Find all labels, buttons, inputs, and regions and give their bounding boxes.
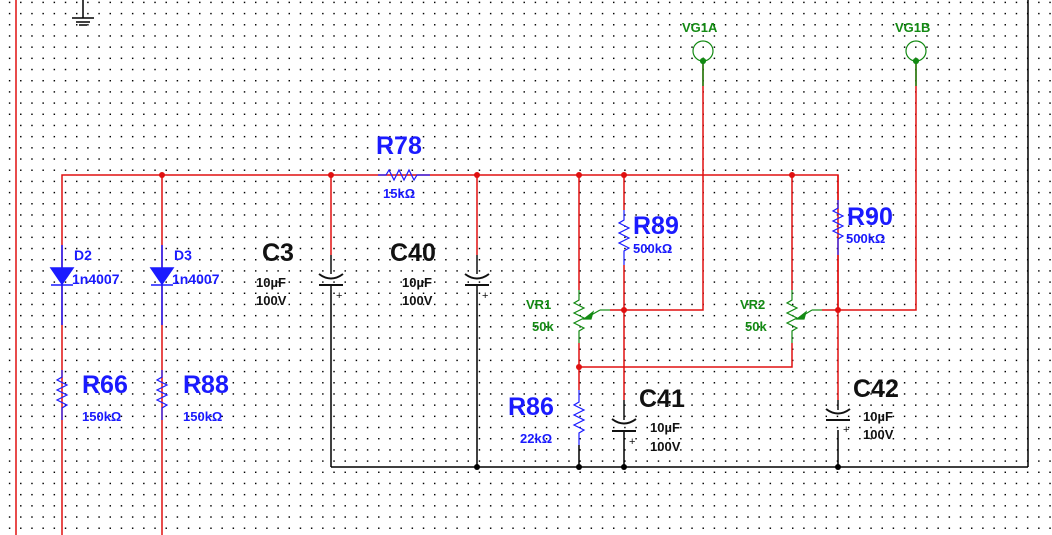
potentiometer-vr1[interactable] xyxy=(572,290,610,343)
label-vr2-ref: VR2 xyxy=(740,297,766,312)
label-r89-value: 500kΩ xyxy=(633,241,673,256)
label-c3-ref: C3 xyxy=(262,239,294,267)
label-r86-value: 22kΩ xyxy=(520,431,553,446)
label-c42-voltage: 100V xyxy=(863,427,894,442)
capacitor-c41[interactable]: + xyxy=(611,400,637,448)
wire-vg1b[interactable] xyxy=(822,62,917,311)
label-r66-ref: R66 xyxy=(82,371,128,399)
label-r78-ref: R78 xyxy=(376,132,422,160)
capacitor-c40[interactable]: + xyxy=(464,255,490,302)
label-vr1-value: 50k xyxy=(532,319,554,334)
label-vr1-ref: VR1 xyxy=(526,297,552,312)
resistor-r88[interactable] xyxy=(155,370,169,420)
wires-ground[interactable] xyxy=(72,0,1029,468)
svg-text:+: + xyxy=(629,436,635,448)
resistor-r78[interactable] xyxy=(378,168,430,182)
capacitor-c42[interactable]: + xyxy=(825,400,851,436)
label-r90-value: 500kΩ xyxy=(846,231,886,246)
junctions-black xyxy=(474,464,841,470)
label-r78-value: 15kΩ xyxy=(383,186,416,201)
resistor-r66[interactable] xyxy=(55,370,69,420)
potentiometer-vr2[interactable] xyxy=(785,290,822,343)
wires-red[interactable] xyxy=(15,0,917,535)
wire-vr-bottom-link[interactable] xyxy=(579,343,793,368)
label-c41-ref: C41 xyxy=(639,385,685,413)
label-d3-value: 1n4007 xyxy=(172,271,220,287)
svg-text:+: + xyxy=(336,290,342,302)
probe-vg1b[interactable] xyxy=(905,40,927,86)
label-c40-voltage: 100V xyxy=(402,293,433,308)
label-r86-ref: R86 xyxy=(508,393,554,421)
label-r88-value: 150kΩ xyxy=(183,409,223,424)
svg-text:+: + xyxy=(482,290,488,302)
label-vg1a: VG1A xyxy=(682,20,718,35)
label-vg1b: VG1B xyxy=(895,20,931,35)
label-vr2-value: 50k xyxy=(745,319,767,334)
label-r66-value: 150kΩ xyxy=(82,409,122,424)
label-c3-value: 10µF xyxy=(256,275,286,290)
label-r90-ref: R90 xyxy=(847,203,893,231)
resistor-r90[interactable] xyxy=(831,200,845,255)
diode-d2[interactable] xyxy=(49,245,75,325)
label-r88-ref: R88 xyxy=(183,371,229,399)
diode-d3[interactable] xyxy=(149,245,175,325)
label-c41-voltage: 100V xyxy=(650,439,681,454)
label-r89-ref: R89 xyxy=(633,212,679,240)
resistor-r86[interactable] xyxy=(572,390,586,445)
svg-text:+: + xyxy=(843,424,849,436)
label-c40-value: 10µF xyxy=(402,275,432,290)
junctions-red xyxy=(159,172,841,370)
wire-top-bus[interactable] xyxy=(61,174,839,535)
capacitor-c3[interactable]: + xyxy=(318,255,344,302)
label-c42-value: 10µF xyxy=(863,409,893,424)
label-c41-value: 10µF xyxy=(650,420,680,435)
wire-vg1a[interactable] xyxy=(610,62,704,311)
label-d3-ref: D3 xyxy=(174,247,192,263)
probe-vg1a[interactable] xyxy=(692,40,714,86)
label-c40-ref: C40 xyxy=(390,239,436,267)
label-c42-ref: C42 xyxy=(853,375,899,403)
label-c3-voltage: 100V xyxy=(256,293,287,308)
resistor-r89[interactable] xyxy=(617,210,631,265)
label-d2-ref: D2 xyxy=(74,247,92,263)
label-d2-value: 1n4007 xyxy=(72,271,120,287)
